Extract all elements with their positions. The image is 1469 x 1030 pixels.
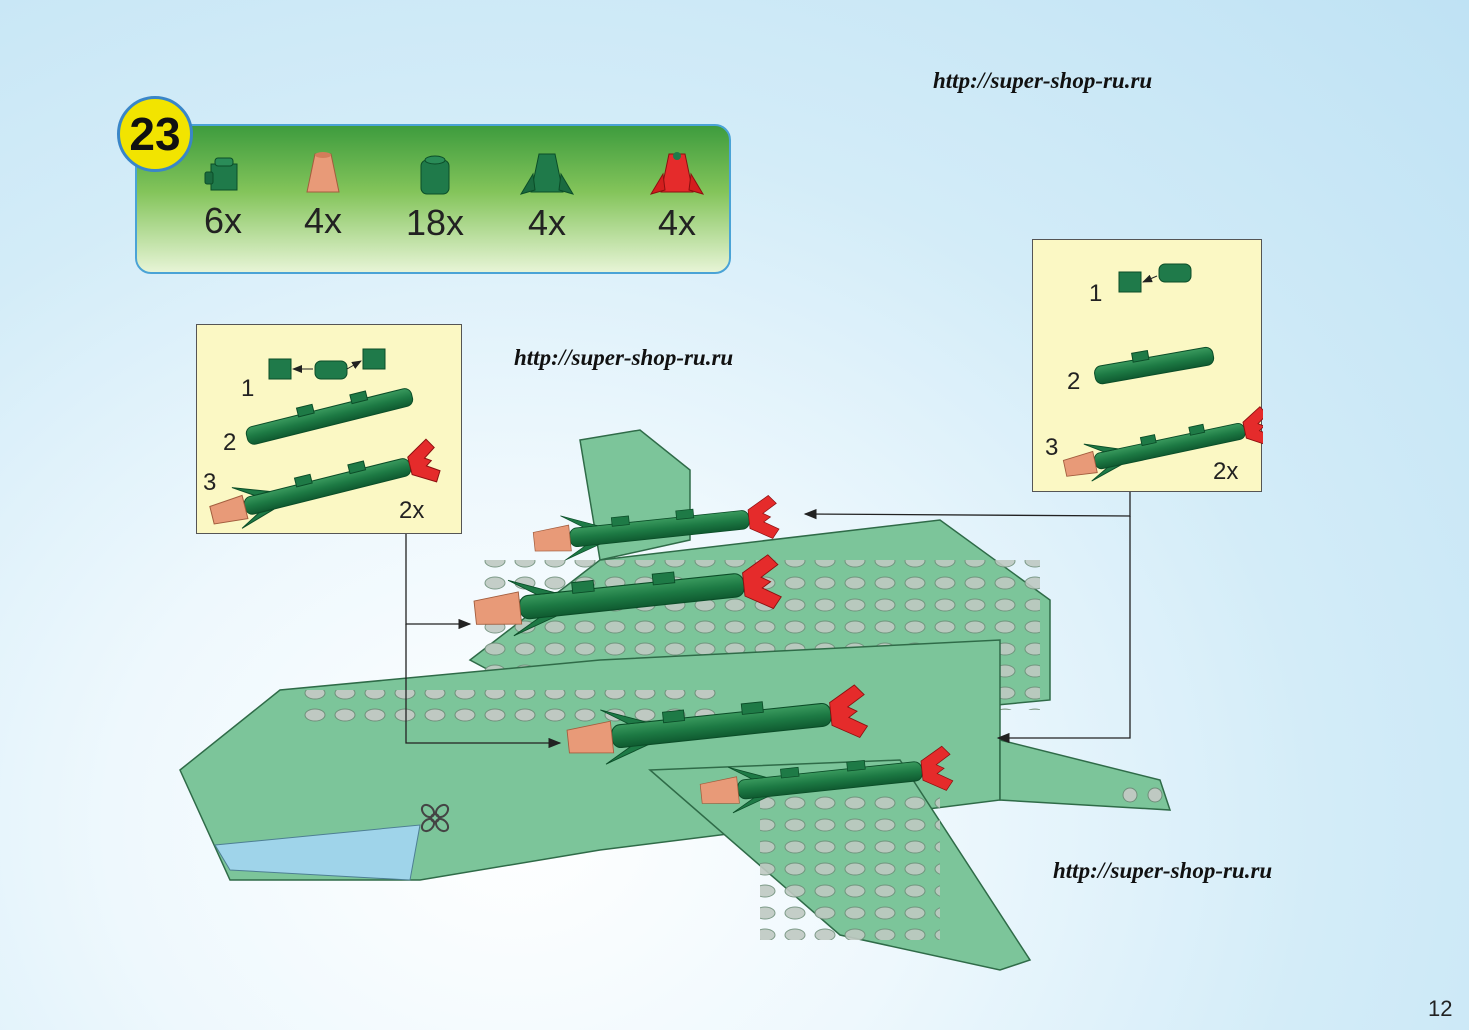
parts-list-panel: 6x 4x 18x 4x bbox=[135, 124, 731, 274]
callout-arrows bbox=[405, 492, 1131, 749]
subassembly-right-diagram bbox=[1060, 263, 1263, 489]
subassembly-step-number: 2 bbox=[1067, 368, 1081, 395]
green-round-brick-icon bbox=[420, 155, 450, 195]
watermark-url-top: http://super-shop-ru.ru bbox=[933, 68, 1153, 93]
subassembly-multiplier: 2x bbox=[1213, 458, 1239, 485]
part-qty: 4x bbox=[303, 200, 343, 241]
watermark-url-bottom: http://super-shop-ru.ru bbox=[1053, 858, 1273, 883]
subassembly-step-number: 2 bbox=[223, 429, 237, 456]
part-qty: 4x bbox=[657, 202, 697, 243]
part-item: 6x bbox=[183, 154, 263, 242]
subassembly-step-number: 3 bbox=[203, 469, 217, 496]
part-item: 4x bbox=[507, 150, 587, 244]
subassembly-left-diagram bbox=[206, 348, 443, 535]
subassembly-left-panel: 1 2 3 2x bbox=[196, 324, 462, 535]
subassembly-step-number: 3 bbox=[1045, 434, 1059, 461]
part-qty: 6x bbox=[203, 200, 243, 241]
subassembly-step-number: 1 bbox=[1089, 280, 1103, 307]
watermark-url-middle: http://super-shop-ru.ru bbox=[514, 345, 734, 370]
part-qty: 4x bbox=[527, 202, 567, 243]
page-number: 12 bbox=[1428, 996, 1453, 1021]
green-fin-cone-icon bbox=[519, 153, 575, 195]
part-item: 4x bbox=[637, 150, 717, 244]
subassembly-multiplier: 2x bbox=[399, 497, 425, 524]
subassembly-right-panel: 1 2 3 2x bbox=[1032, 239, 1263, 492]
part-item: 4x bbox=[283, 150, 363, 242]
green-1x1-brick-with-side-stud-icon bbox=[204, 157, 238, 191]
part-item: 18x bbox=[395, 152, 475, 244]
step-number-badge: 23 bbox=[117, 96, 193, 172]
part-qty: 18x bbox=[405, 202, 465, 243]
subassembly-step-number: 1 bbox=[241, 375, 255, 402]
airplane-model bbox=[179, 429, 1172, 971]
red-fin-cone-icon bbox=[649, 152, 705, 195]
trans-orange-cone-icon bbox=[306, 152, 340, 193]
